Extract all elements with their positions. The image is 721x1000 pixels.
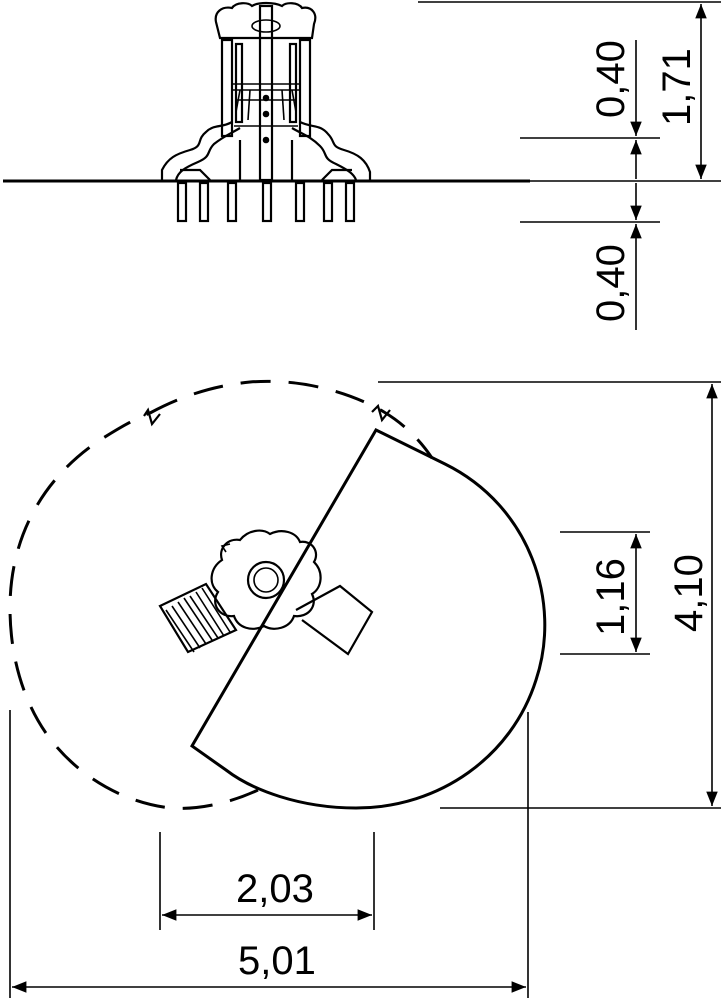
dim-inner-width: 2,03 xyxy=(236,867,314,911)
top-view xyxy=(8,379,547,810)
slide-chute-top xyxy=(295,584,374,656)
dim-total-height: 1,71 xyxy=(655,48,699,126)
slides-side xyxy=(160,121,372,181)
side-view-dimensions: 0,40 1,71 0,40 xyxy=(418,1,721,330)
platform-structure xyxy=(232,83,300,144)
dim-depth-below-ground: 0,40 xyxy=(589,244,633,322)
slide-zone-outline xyxy=(190,428,547,810)
roof-canopy xyxy=(214,1,317,40)
dim-height-above-ground: 0,40 xyxy=(589,40,633,118)
ladder-top xyxy=(158,582,238,654)
footings xyxy=(176,181,356,223)
dim-platform-diameter: 1,16 xyxy=(589,558,633,636)
top-view-dimensions: 4,10 1,16 2,03 5,01 xyxy=(9,381,721,998)
platform-roof-top xyxy=(210,529,322,630)
dim-overall-width: 5,01 xyxy=(238,939,316,983)
side-view xyxy=(3,1,530,223)
dim-overall-depth: 4,10 xyxy=(667,554,711,632)
safety-zone-outline xyxy=(8,379,434,810)
